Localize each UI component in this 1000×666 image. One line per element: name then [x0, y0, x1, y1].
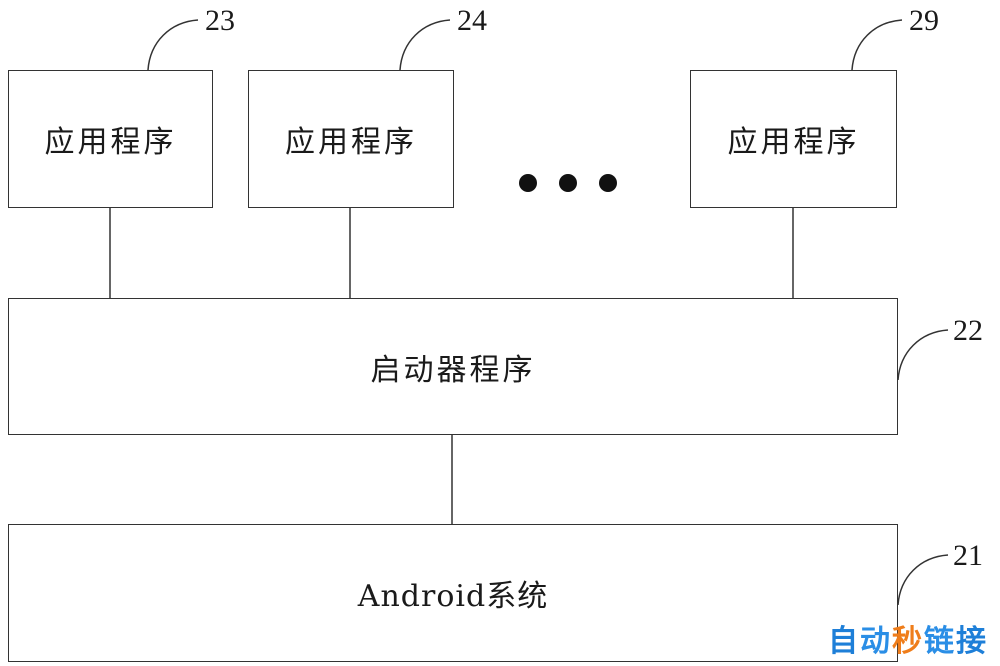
- ref-numeral-23: 23: [205, 4, 235, 37]
- ref-numeral-29: 29: [909, 4, 939, 37]
- app-label: 应用程序: [727, 125, 860, 160]
- leader-line-23: [147, 19, 199, 71]
- ellipsis-dots: [519, 174, 617, 192]
- system-box: Android系统: [8, 524, 898, 662]
- ref-numeral-21: 21: [953, 539, 983, 572]
- app-box-29: 应用程序: [690, 70, 897, 208]
- dot: [599, 174, 617, 192]
- launcher-box: 启动器程序: [8, 298, 898, 435]
- ref-numeral-22: 22: [953, 314, 983, 347]
- leader-line-22: [897, 329, 949, 381]
- app-box-24: 应用程序: [248, 70, 454, 208]
- dot: [519, 174, 537, 192]
- watermark-char: 自: [828, 624, 860, 659]
- leader-line-29: [851, 19, 903, 71]
- system-label: Android系统: [357, 579, 549, 614]
- watermark-char: 秒: [892, 624, 924, 659]
- ref-numeral-24: 24: [457, 4, 487, 37]
- app-box-23: 应用程序: [8, 70, 213, 208]
- watermark: 自动秒链接: [828, 616, 988, 660]
- watermark-char: 动: [860, 624, 892, 659]
- watermark-char: 链: [924, 624, 956, 659]
- app-label: 应用程序: [44, 125, 177, 160]
- launcher-label: 启动器程序: [370, 352, 536, 388]
- watermark-char: 接: [956, 624, 988, 659]
- leader-line-21: [897, 554, 949, 606]
- app-label: 应用程序: [285, 125, 417, 160]
- leader-line-24: [399, 19, 451, 71]
- dot: [559, 174, 577, 192]
